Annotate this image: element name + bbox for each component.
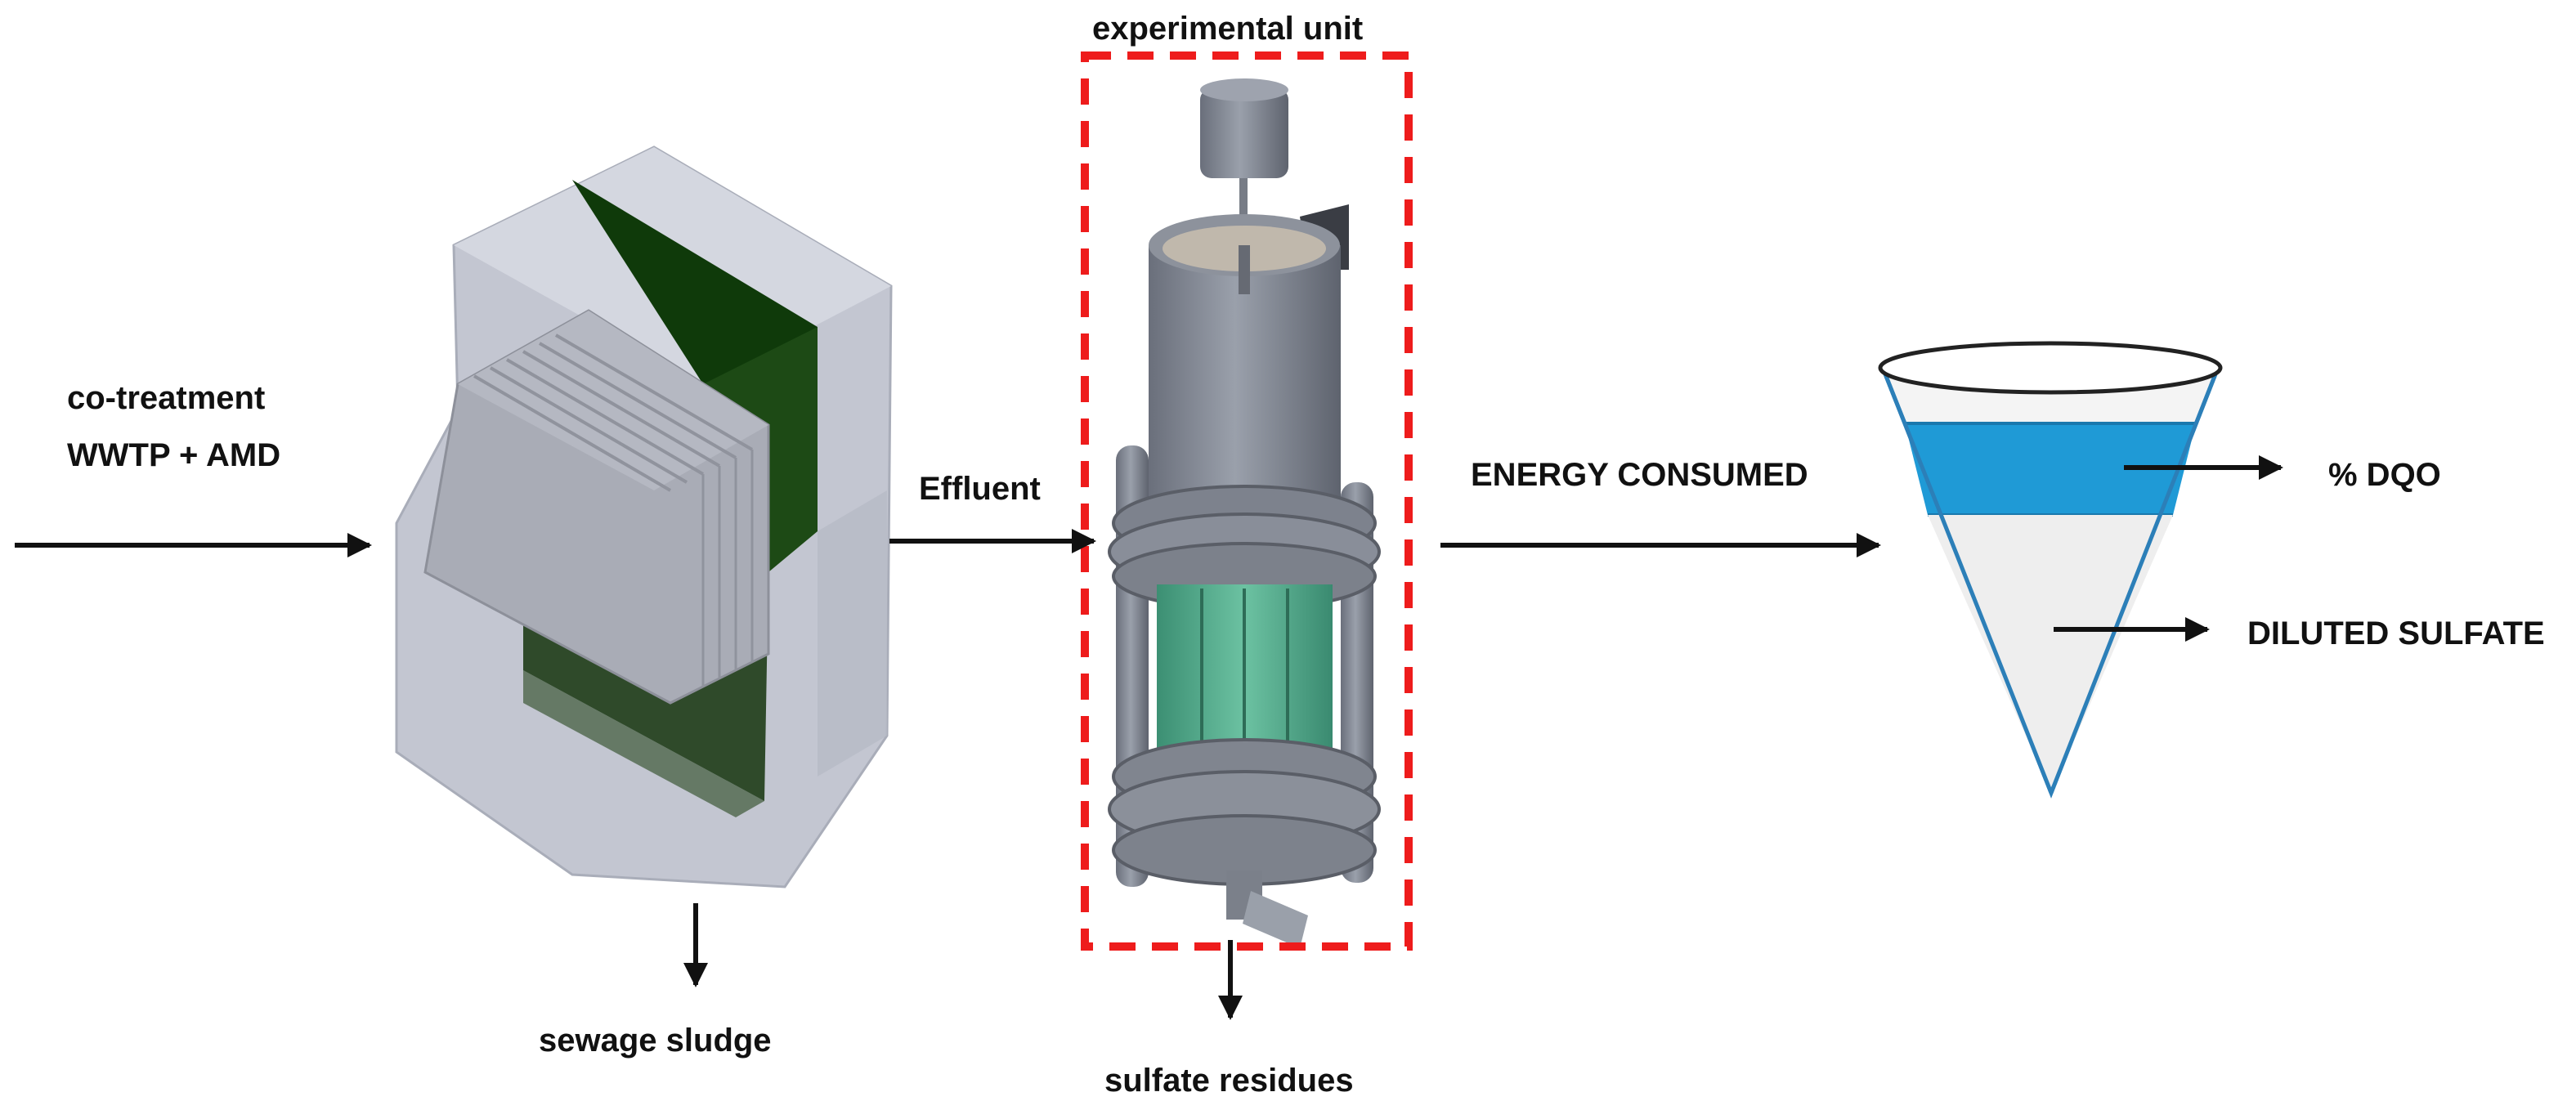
input-label-line2: WWTP + AMD — [67, 437, 281, 473]
experimental-unit-label: experimental unit — [1092, 11, 1364, 47]
reactor-illustration — [1108, 78, 1381, 948]
energy-consumed-label: ENERGY CONSUMED — [1471, 457, 1808, 493]
diluted-sulfate-label: DILUTED SULFATE — [2247, 615, 2545, 651]
effluent-label: Effluent — [919, 471, 1041, 507]
sewage-sludge-label: sewage sludge — [539, 1023, 772, 1059]
imhoff-cone-illustration — [1878, 341, 2223, 799]
input-label-line1: co-treatment — [67, 380, 266, 416]
settler-tank-illustration — [395, 145, 893, 888]
experimental-unit-box — [1081, 51, 1413, 951]
dqo-label: % DQO — [2328, 457, 2441, 493]
sulfate-residues-label: sulfate residues — [1104, 1063, 1354, 1099]
